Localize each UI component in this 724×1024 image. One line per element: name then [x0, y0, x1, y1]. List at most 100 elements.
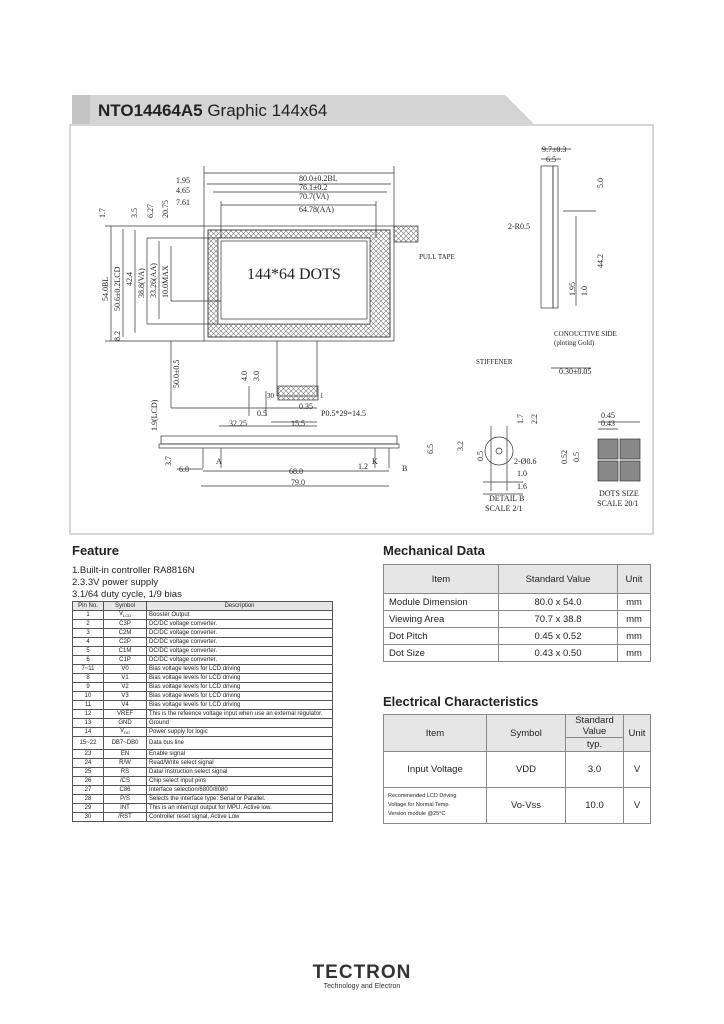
dim-790: 79.0 — [291, 478, 305, 487]
mech-item: Dot Pitch — [383, 627, 499, 645]
pin-1-label: 1 — [320, 392, 324, 400]
pin-symbol: C1P — [103, 655, 147, 666]
brand-tagline: Technology and Electron — [323, 983, 401, 990]
dots-045: 0.45 — [601, 411, 615, 420]
detail-05: 0.5 — [476, 451, 485, 461]
pin-no: 24 — [72, 758, 104, 769]
dim-fpc-len: 50.0±0.5 — [172, 360, 181, 388]
pin-symbol-text: C1M — [118, 647, 132, 654]
dim-height-lcd: 50.6±0.2LCD — [113, 266, 122, 311]
mechanical-title: Mechanical Data — [383, 543, 485, 558]
detail-scale: SCALE 2/1 — [485, 504, 523, 513]
dim-424: 42.4 — [125, 272, 134, 286]
dim-30: 3.0 — [252, 371, 261, 381]
pin-symbol-text: V — [118, 611, 123, 617]
pin-symbol-text: V4 — [121, 701, 129, 708]
mech-value: 70.7 x 38.8 — [498, 610, 618, 628]
pin-no: 10 — [72, 691, 104, 702]
dim-465: 4.65 — [176, 186, 190, 195]
pin-symbol: EN — [103, 749, 147, 760]
pin-description: Bias voltage levels for LCD driving — [146, 664, 333, 675]
pin-symbol-text: INT — [120, 804, 130, 811]
side-10: 1.0 — [580, 286, 589, 296]
mech-col-item: Item — [383, 564, 499, 594]
pin-symbol-text: RS — [120, 768, 130, 775]
electrical-title: Electrical Characteristics — [383, 694, 539, 709]
table-row: Recommended LCD Driving Voltage for Norm… — [383, 787, 651, 824]
side-65: 6.5 — [546, 155, 556, 164]
dim-035: 0.35 — [299, 402, 313, 411]
page-title: NTO14464A5 Graphic 144x64 — [98, 101, 327, 121]
pin-no: 29 — [72, 803, 104, 814]
pin-symbol-text: V3 — [121, 692, 129, 699]
feature-title: Feature — [72, 543, 119, 558]
label-a: A — [216, 457, 222, 466]
pin-symbol-text: P/S — [120, 795, 130, 802]
elec-unit: V — [623, 787, 651, 824]
label-b: B — [402, 464, 407, 473]
detail-10: 1.0 — [517, 469, 527, 478]
mech-col-unit: Unit — [617, 564, 651, 594]
pin-description: This is the refeence voltage input when … — [146, 709, 333, 720]
detail-16: 1.6 — [517, 482, 527, 491]
dim-627: 6.27 — [146, 204, 155, 218]
pin-symbol: V4 — [103, 700, 147, 711]
dim-40: 4.0 — [240, 371, 249, 381]
note-line: Recommended LCD Driving — [388, 793, 457, 799]
pin-no: 8 — [72, 673, 104, 684]
center-dots-label: 144*64 DOTS — [247, 266, 341, 283]
elec-item-note: Recommended LCD Driving Voltage for Norm… — [383, 787, 487, 824]
feature-line: 2.3.3V power supply — [72, 577, 159, 588]
part-subtitle: Graphic 144x64 — [207, 101, 328, 120]
pin-symbol: C3P — [103, 619, 147, 630]
dim-05: 0.5 — [257, 409, 267, 418]
pin-symbol: C2M — [103, 628, 147, 639]
dim-height-bl: 54.0BL — [101, 277, 110, 301]
mechanical-table: Item Standard Value Unit Module Dimensio… — [383, 564, 651, 662]
pin-symbol-text: C2P — [119, 638, 131, 645]
pin-no: 2 — [72, 619, 104, 630]
dim-82: 8.2 — [113, 331, 122, 341]
side-030: 0.30±0.05 — [559, 367, 591, 376]
elec-symbol: VDD — [486, 751, 566, 788]
mech-item: Dot Size — [383, 644, 499, 662]
pin-description: Bias voltage levels for LCD driving — [146, 682, 333, 693]
pin-description: Controller reset signal, Active Low — [146, 812, 333, 823]
pin-no: 27 — [72, 785, 104, 796]
pin-symbol-text: V — [120, 728, 125, 735]
pin-no: 23 — [72, 749, 104, 760]
pin-symbol: /RST — [103, 812, 147, 823]
pin-description: Bias voltage levels for LCD driving — [146, 700, 333, 711]
dim-761: 7.61 — [176, 198, 190, 207]
pin-description: DC/DC voltage converter. — [146, 646, 333, 657]
pin-no: 26 — [72, 776, 104, 787]
dim-height-va: 38.8(VA) — [137, 268, 146, 298]
elec-col-item: Item — [383, 714, 487, 752]
table-row: Input Voltage VDD 3.0 V — [383, 751, 651, 788]
pin-symbol-text: C3P — [119, 620, 131, 627]
pin-no: 11 — [72, 700, 104, 711]
pin-30-label: 30 — [267, 392, 275, 400]
pin-symbol: V2 — [103, 682, 147, 693]
side-442: 44.2 — [596, 254, 605, 268]
col-description: Description — [146, 601, 333, 611]
col-symbol: Symbol — [103, 601, 147, 611]
pin-symbol-text: /RST — [118, 813, 132, 820]
dim-35: 3.5 — [130, 208, 139, 218]
elec-col-std: Standard Value — [565, 714, 624, 738]
pin-description: Interface selection/6800/8080 — [146, 785, 333, 796]
pin-symbol-sub: DD — [124, 730, 130, 736]
pin-symbol: VLCD — [103, 609, 147, 621]
dim-2075: 20.75 — [161, 200, 170, 218]
elec-col-symbol: Symbol — [486, 714, 566, 752]
pin-symbol: V1 — [103, 673, 147, 684]
